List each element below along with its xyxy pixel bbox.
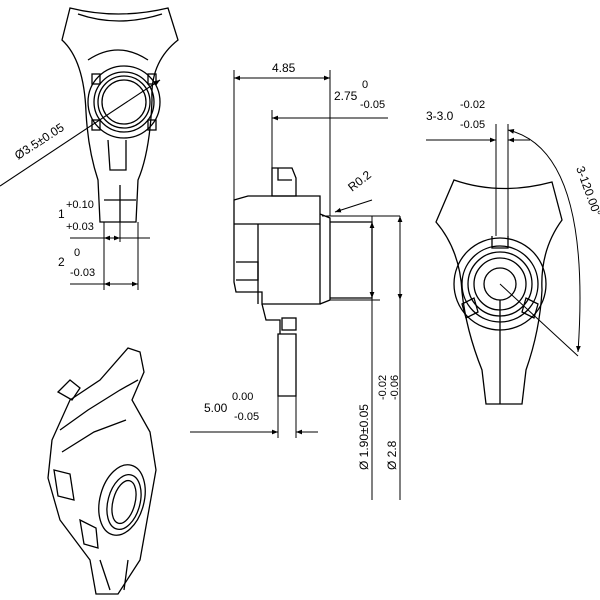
len-2-75-lower: -0.05 — [360, 99, 385, 111]
w-2-upper: 0 — [74, 247, 80, 259]
len-5-00-upper: 0.00 — [232, 391, 253, 403]
dia-3-5-leader — [0, 79, 161, 187]
len-2-75-nominal: 2.75 — [334, 89, 358, 103]
dia-1-90-label: Ø 1.90±0.05 — [357, 404, 371, 470]
side-dims — [190, 70, 403, 500]
len-4-85: 4.85 — [272, 61, 296, 75]
slot-3-0-lower: -0.05 — [460, 119, 485, 131]
dia-3-5-label: Ø3.5±0.05 — [12, 120, 67, 162]
front-view — [61, 7, 179, 223]
len-5-00-nominal: 5.00 — [204, 401, 228, 415]
w-2-nominal: 2 — [58, 255, 65, 269]
iso-view — [47, 347, 157, 595]
side-view — [233, 167, 373, 397]
w-2-lower: -0.03 — [70, 267, 95, 279]
w-1-upper: +0.10 — [66, 199, 94, 211]
slot-3-0-nominal: 3-3.0 — [426, 109, 454, 123]
angle-120-label: 3-120.00° — [573, 164, 600, 218]
dia-2-8-upper: -0.02 — [377, 375, 389, 400]
dia-2-8-nominal: Ø 2.8 — [385, 440, 399, 470]
w-1-lower: +0.03 — [66, 221, 94, 233]
len-2-75-upper: 0 — [362, 79, 368, 91]
w-1-nominal: 1 — [58, 207, 65, 221]
rear-dims — [426, 124, 581, 357]
front-width-dims — [70, 222, 150, 290]
len-5-00-lower: -0.05 — [234, 411, 259, 423]
dia-2-8-lower: -0.06 — [389, 375, 401, 400]
radius-label: R0.2 — [345, 168, 374, 195]
slot-3-0-upper: -0.02 — [460, 99, 485, 111]
rear-view — [435, 179, 563, 405]
